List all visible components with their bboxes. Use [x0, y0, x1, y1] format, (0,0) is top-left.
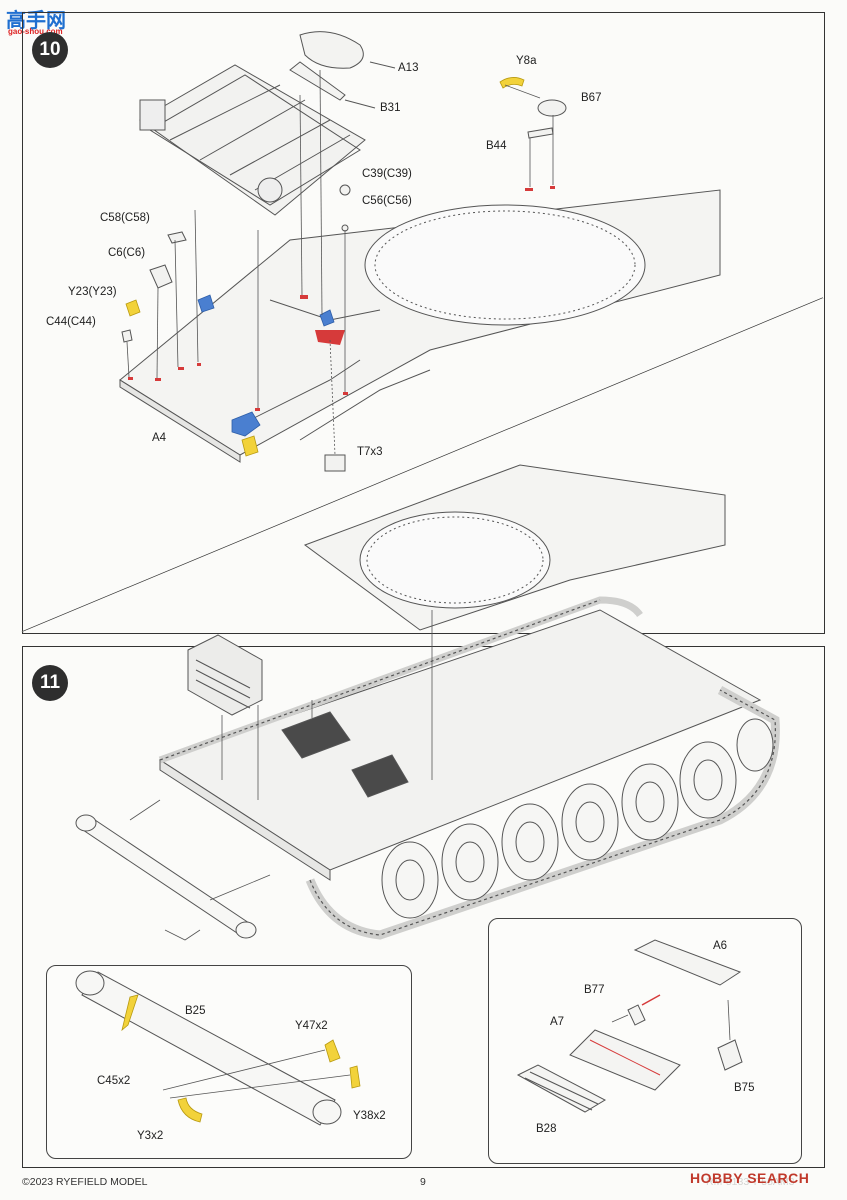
blue-parts — [197, 294, 335, 437]
label-t7: T7x3 — [357, 446, 383, 458]
label-y23: Y23(Y23) — [68, 286, 117, 298]
label-c39: C39(C39) — [362, 168, 412, 180]
tank-hull-body — [158, 609, 762, 881]
watermark-logo: 高手网 — [6, 10, 66, 32]
label-a6: A6 — [713, 940, 728, 952]
engine-grilles — [281, 711, 409, 798]
label-c56: C56(C56) — [362, 195, 412, 207]
watermark-url: gao-shou.com — [8, 27, 63, 36]
step-10-frame — [22, 12, 825, 634]
part-rack — [187, 634, 263, 716]
label-c58: C58(C58) — [100, 212, 150, 224]
label-b28: B28 — [536, 1123, 557, 1135]
step-11-badge: 11 — [32, 665, 68, 701]
label-a13: A13 — [398, 62, 419, 74]
engine-deck-parts — [139, 64, 366, 216]
label-b44: B44 — [486, 140, 507, 152]
step11-assembly-lines — [129, 610, 433, 941]
label-b77: B77 — [584, 984, 605, 996]
road-wheels — [381, 718, 774, 919]
footer-copyright: ©2023 RYEFIELD MODEL — [22, 1176, 148, 1188]
watermark-hobby-search: HOBBY SEARCH — [690, 1170, 810, 1186]
label-y47: Y47x2 — [295, 1020, 328, 1032]
label-y8a: Y8a — [516, 55, 537, 67]
label-c6: C6(C6) — [108, 247, 146, 259]
label-c44: C44(C44) — [46, 316, 96, 328]
assembly-lines — [126, 69, 554, 456]
hull-plate-a4 — [119, 189, 721, 463]
label-y38: Y38x2 — [353, 1110, 386, 1122]
label-b67: B67 — [581, 92, 602, 104]
small-parts — [121, 99, 567, 472]
tank-upper-hull-plate — [303, 464, 726, 631]
locator-marks — [128, 186, 555, 411]
part-b31 — [289, 61, 376, 109]
step-11-frame — [22, 646, 825, 1168]
label-c45: C45x2 — [97, 1075, 131, 1087]
label-a7: A7 — [550, 1016, 565, 1028]
drum-b25-small — [75, 814, 257, 939]
label-b31: B31 — [380, 102, 401, 114]
label-b25: B25 — [185, 1005, 206, 1017]
track-links — [158, 596, 780, 940]
label-b75: B75 — [734, 1082, 755, 1094]
step-10-badge: 10 — [32, 32, 68, 68]
part-a13 — [299, 31, 396, 69]
detail-box-stowage — [488, 918, 802, 1164]
footer-page-number: 9 — [420, 1176, 426, 1188]
label-a4: A4 — [152, 432, 167, 444]
label-y3: Y3x2 — [137, 1130, 164, 1142]
